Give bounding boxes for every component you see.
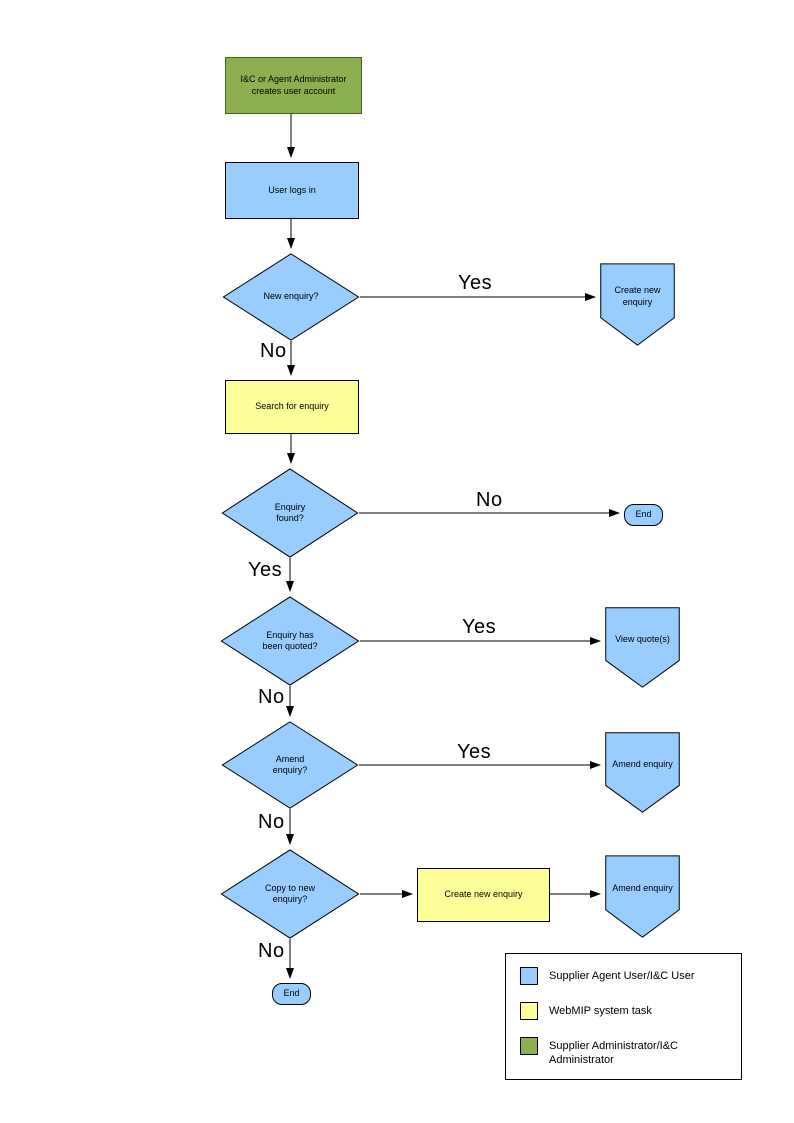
connector-view-quotes: View quote(s) [605,607,680,688]
legend-item-system: WebMIP system task [520,1002,652,1020]
legend-item-user: Supplier Agent User/I&C User [520,967,695,985]
decision-enquiry-quoted: Enquiry has been quoted? [220,596,360,686]
node-label: Enquiry has been quoted? [262,629,318,651]
decision-enquiry-found: Enquiry found? [221,468,359,558]
decision-copy-to-new-enquiry: Copy to new enquiry? [220,849,360,939]
pentagon-shape [605,607,680,688]
edge-label-no-copy-to-new: No [258,940,285,962]
diamond-shape [220,849,360,939]
diamond-shape [222,253,360,341]
decision-new-enquiry: New enquiry? [222,253,360,341]
node-label: Create new enquiry [614,285,661,307]
edge-label-yes-enquiry-quoted: Yes [462,616,497,638]
edge-label-yes-amend-enquiry: Yes [457,741,492,763]
edge-label-yes-enquiry-found: Yes [248,559,283,581]
edge-label-no-enquiry-quoted: No [258,686,285,708]
node-label: End [635,509,652,520]
legend-label: Supplier Agent User/I&C User [549,970,695,982]
node-label: Amend enquiry? [272,753,308,775]
terminator-end-top: End [624,504,663,526]
connector-create-new-enquiry: Create new enquiry [600,263,675,346]
legend-label: Supplier Administrator/I&C Administrator [549,1040,678,1067]
node-label: End [283,988,300,999]
task-search-for-enquiry: Search for enquiry [225,380,359,434]
diamond-shape [221,468,359,558]
edge-label-yes-new-enquiry: Yes [458,272,493,294]
node-label: Enquiry found? [274,501,306,523]
node-label: User logs in [268,184,316,195]
legend-label: WebMIP system task [549,1005,652,1017]
edge-label-no-amend-enquiry: No [258,811,285,833]
legend-item-admin: Supplier Administrator/I&C Administrator [520,1037,719,1068]
node-label: Amend enquiry [612,758,673,769]
decision-amend-enquiry: Amend enquiry? [221,721,359,809]
node-label: Create new enquiry [444,889,523,900]
pentagon-shape [605,732,680,813]
node-label: New enquiry? [263,291,319,302]
connector-amend-enquiry-2: Amend enquiry [605,855,680,938]
node-label: I&C or Agent Administrator creates user … [240,74,347,96]
edge-label-no-new-enquiry: No [260,340,287,362]
edge-label-no-enquiry-found: No [476,489,503,511]
node-label: Search for enquiry [255,401,329,412]
legend-swatch-system [520,1002,538,1020]
legend-swatch-admin [520,1037,538,1055]
diamond-shape [220,596,360,686]
node-label: Amend enquiry [612,882,673,893]
diamond-shape [221,721,359,809]
pentagon-shape [605,855,680,938]
process-admin-creates-account: I&C or Agent Administrator creates user … [225,57,362,114]
connector-amend-enquiry: Amend enquiry [605,732,680,813]
legend: Supplier Agent User/I&C User WebMIP syst… [505,953,742,1080]
task-create-new-enquiry: Create new enquiry [417,868,550,922]
process-user-logs-in: User logs in [225,162,359,219]
node-label: View quote(s) [615,633,670,644]
pentagon-shape [600,263,675,346]
legend-swatch-user [520,967,538,985]
terminator-end-bottom: End [272,983,311,1005]
node-label: Copy to new enquiry? [264,882,316,904]
